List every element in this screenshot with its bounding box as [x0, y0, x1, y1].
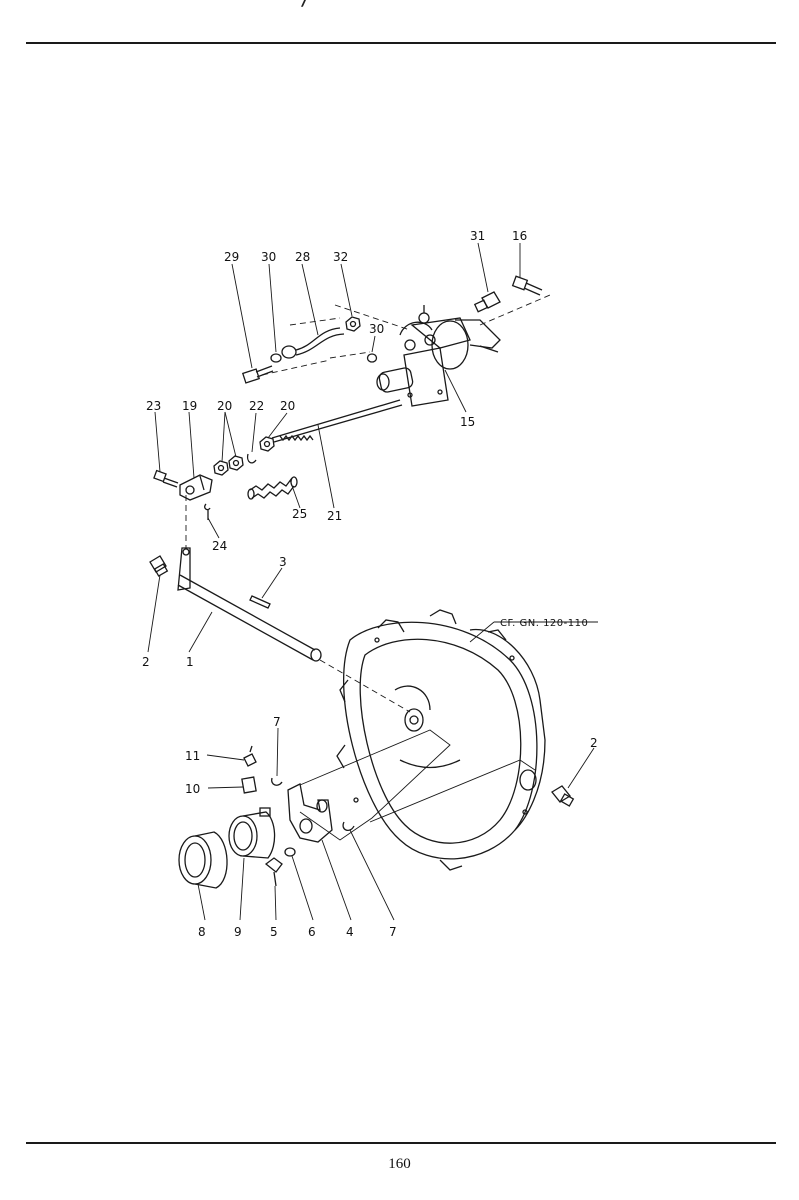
- clutch-housing: [336, 609, 546, 871]
- callout-31: 31: [470, 229, 485, 243]
- part-19-yoke: [179, 474, 213, 501]
- callout-24: 24: [212, 539, 227, 553]
- callout-labels: 29 30 28 32 30 31 16 15 23 19 20 22 20 2…: [142, 229, 598, 939]
- part-7-clip-right: [342, 821, 355, 831]
- bottom-rule: [26, 1142, 776, 1144]
- callout-8: 8: [198, 925, 206, 939]
- callout-10: 10: [185, 782, 200, 796]
- callout-11: 11: [185, 749, 200, 763]
- callout-16: 16: [512, 229, 527, 243]
- part-30-washer-small: [366, 353, 378, 363]
- part-21-push-rod: [271, 399, 403, 443]
- callout-20-left: 20: [217, 399, 232, 413]
- callout-28: 28: [295, 250, 310, 264]
- part-9-bearing-hub: [228, 807, 276, 859]
- part-8-release-bearing: [178, 831, 228, 889]
- part-10-adapter: [241, 776, 257, 794]
- part-20-nut-b: [228, 455, 244, 471]
- callout-20-right: 20: [280, 399, 295, 413]
- callout-32: 32: [333, 250, 348, 264]
- part-20-nut-c: [259, 436, 275, 452]
- part-28-pipe: [281, 327, 345, 359]
- part-24-pin: [204, 503, 211, 520]
- part-22-lock-washer: [246, 453, 257, 464]
- header-text-fragment: / · · · · · · · · · · · · · ·: [300, 0, 736, 10]
- callout-2-left: 2: [142, 655, 150, 669]
- page-number: 160: [388, 1156, 411, 1172]
- callout-29: 29: [224, 250, 239, 264]
- callout-3: 3: [279, 555, 287, 569]
- part-29-bolt: [241, 365, 274, 384]
- callout-19: 19: [182, 399, 197, 413]
- callout-21: 21: [327, 509, 342, 523]
- part-16-bolt: [511, 275, 543, 296]
- callout-30-lower: 30: [369, 322, 384, 336]
- callout-9: 9: [234, 925, 242, 939]
- callout-23: 23: [146, 399, 161, 413]
- leader-lines: [147, 242, 598, 921]
- top-rule: [26, 42, 776, 44]
- reference-note: CF. GN. 120-110: [500, 618, 588, 629]
- callout-22: 22: [249, 399, 264, 413]
- callout-4: 4: [346, 925, 354, 939]
- part-7-clip-upper: [271, 777, 283, 786]
- part-11-grease-nipple: [243, 745, 257, 767]
- part-1-cross-shaft: [177, 547, 322, 662]
- callout-7-lower: 7: [389, 925, 397, 939]
- callout-15: 15: [460, 415, 475, 429]
- callout-7-upper: 7: [273, 715, 281, 729]
- assembly-lines: [185, 294, 551, 841]
- part-6-washer: [284, 847, 296, 857]
- part-20-nut-a: [213, 460, 229, 476]
- part-3-key: [249, 595, 271, 609]
- part-31-fitting: [473, 291, 501, 313]
- part-32-nut: [345, 316, 361, 332]
- callout-2-right: 2: [590, 736, 598, 750]
- callout-1: 1: [186, 655, 194, 669]
- callout-6: 6: [308, 925, 316, 939]
- part-5-bolt: [264, 857, 283, 887]
- part-30-washer: [270, 353, 282, 363]
- part-23-bolt: [153, 469, 179, 488]
- part-2-grease-fitting-left: [149, 555, 169, 577]
- part-4-release-fork: [287, 783, 333, 843]
- part-2-grease-fitting-right: [551, 785, 575, 807]
- callout-30-upper: 30: [261, 250, 276, 264]
- part-15-clutch-booster: [376, 305, 501, 407]
- callout-5: 5: [270, 925, 278, 939]
- callout-25: 25: [292, 507, 307, 521]
